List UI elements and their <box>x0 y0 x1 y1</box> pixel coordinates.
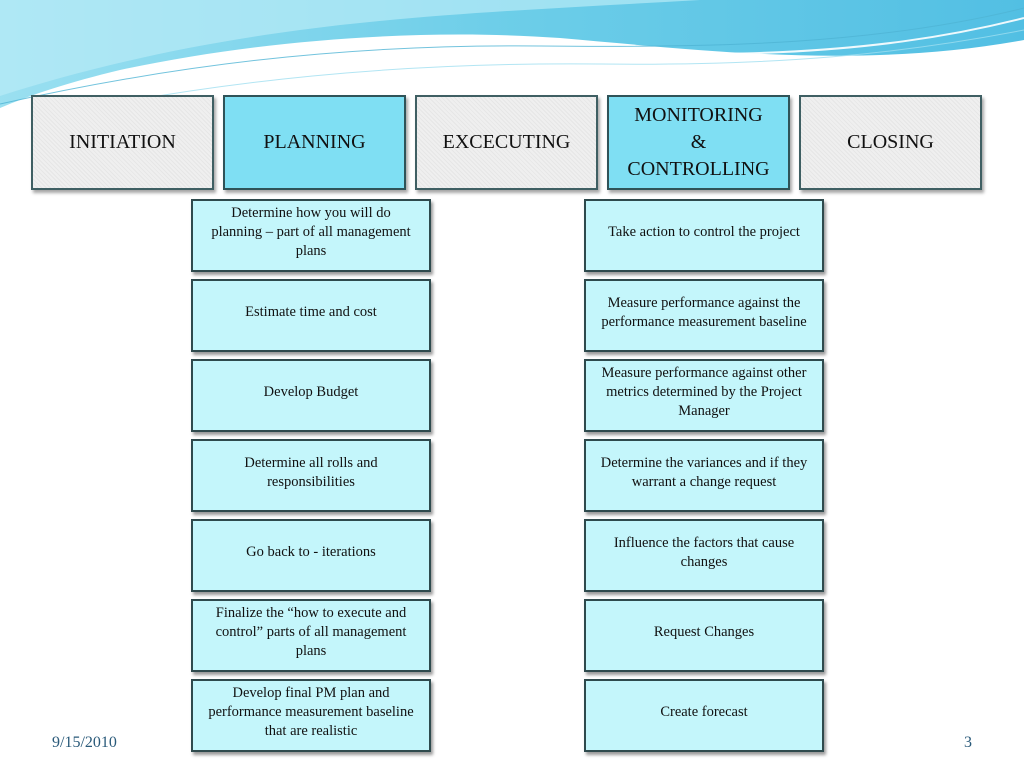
monitoring-step: Determine the variances and if they warr… <box>584 439 824 512</box>
monitoring-step: Take action to control the project <box>584 199 824 272</box>
planning-step: Determine all rolls and responsibilities <box>191 439 431 512</box>
monitoring-step: Request Changes <box>584 599 824 672</box>
phase-planning: PLANNING <box>223 95 406 190</box>
planning-step: Develop final PM plan and performance me… <box>191 679 431 752</box>
planning-step: Estimate time and cost <box>191 279 431 352</box>
monitoring-step: Measure performance against the performa… <box>584 279 824 352</box>
monitoring-step: Create forecast <box>584 679 824 752</box>
phase-initiation: INITIATION <box>31 95 214 190</box>
phase-executing: EXCECUTING <box>415 95 598 190</box>
planning-step: Determine how you will do planning – par… <box>191 199 431 272</box>
phase-monitoring-controlling: MONITORING & CONTROLLING <box>607 95 790 190</box>
phase-closing: CLOSING <box>799 95 982 190</box>
monitoring-step: Measure performance against other metric… <box>584 359 824 432</box>
planning-step: Develop Budget <box>191 359 431 432</box>
slide-page-number: 3 <box>964 734 972 751</box>
planning-step: Go back to - iterations <box>191 519 431 592</box>
header-wave-decoration <box>0 0 1024 119</box>
monitoring-step: Influence the factors that cause changes <box>584 519 824 592</box>
planning-step: Finalize the “how to execute and control… <box>191 599 431 672</box>
slide-date: 9/15/2010 <box>52 734 117 751</box>
